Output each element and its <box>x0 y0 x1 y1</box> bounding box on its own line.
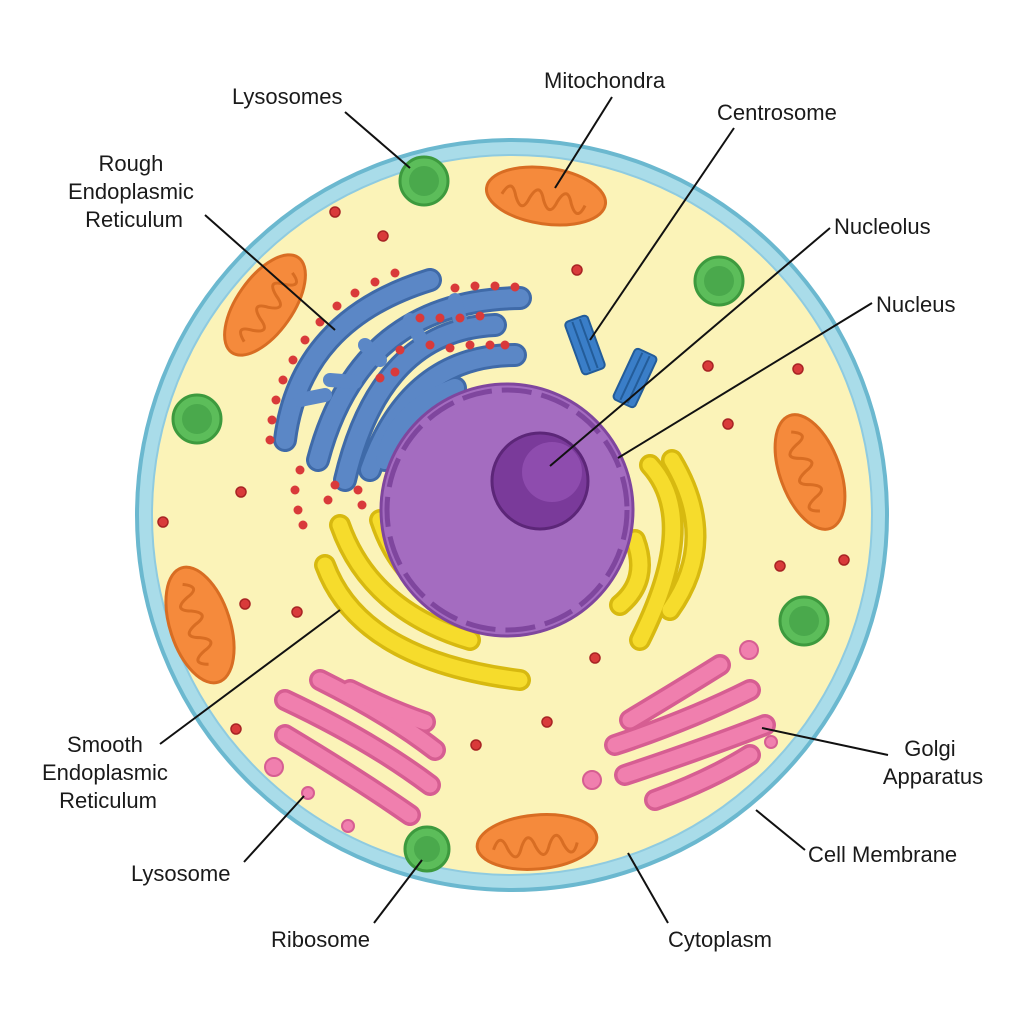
leader-centrosome <box>589 127 735 341</box>
lysosome-right <box>778 595 830 647</box>
free-ribosomes <box>157 206 850 751</box>
lysosome-bottom <box>403 825 451 873</box>
label-ribosome: Ribosome <box>271 927 370 952</box>
label-centrosome: Centrosome <box>717 100 837 125</box>
nucleus <box>379 382 635 638</box>
golgi-apparatus-left <box>264 669 446 833</box>
label-golgi: Golgi Apparatus <box>883 736 983 789</box>
label-rough-er: Rough Endoplasmic Reticulum <box>68 151 200 232</box>
lysosome-upper-right <box>693 255 745 307</box>
leader-nucleolus <box>549 227 831 467</box>
leader-ribosome <box>373 859 423 924</box>
label-smooth-er: Smooth Endoplasmic Reticulum <box>42 732 174 813</box>
label-mitochondra: Mitochondra <box>544 68 666 93</box>
ribosomes-on-rough-er <box>265 268 520 530</box>
mitochondrion-top <box>484 165 608 227</box>
leader-cell-membrane <box>755 809 806 851</box>
label-lysosomes: Lysosomes <box>232 84 342 109</box>
leader-rough-er <box>204 214 336 331</box>
leader-lysosomes <box>344 111 411 169</box>
golgi-apparatus-right <box>582 640 778 811</box>
leader-smooth-er <box>159 609 341 745</box>
label-nucleolus: Nucleolus <box>834 214 931 239</box>
label-cell-membrane: Cell Membrane <box>808 842 957 867</box>
leader-lysosome <box>243 795 305 863</box>
lysosome-left <box>171 393 223 445</box>
label-cytoplasm: Cytoplasm <box>668 927 772 952</box>
label-lysosome: Lysosome <box>131 861 230 886</box>
leader-golgi <box>761 727 889 756</box>
leader-mitochondra <box>554 96 613 189</box>
mitochondrion-right <box>773 413 847 531</box>
centrosome <box>564 314 658 409</box>
label-nucleus: Nucleus <box>876 292 955 317</box>
rough-endoplasmic-reticulum <box>265 268 532 530</box>
lysosome-top <box>398 155 450 207</box>
leader-nucleus <box>617 302 873 459</box>
mitochondrion-bottom <box>475 813 599 871</box>
leader-lines <box>159 96 889 924</box>
mitochondrion-lower-left <box>164 565 236 685</box>
leader-cytoplasm <box>627 852 669 924</box>
